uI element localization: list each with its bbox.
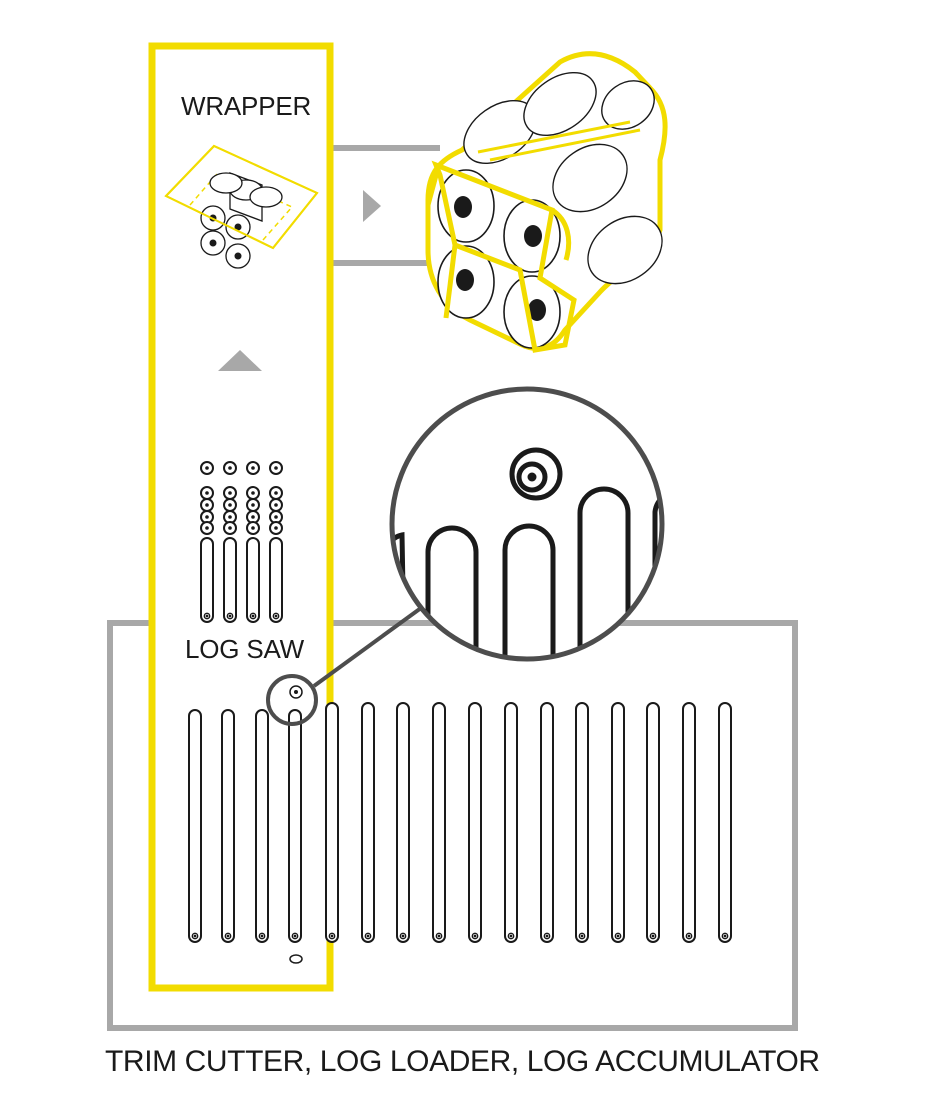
magnifier-icon	[266, 606, 423, 726]
roll-core	[200, 461, 214, 475]
small-pack-icon	[164, 144, 319, 269]
log-saw-label: LOG SAW	[185, 634, 304, 664]
roll-core	[269, 486, 283, 500]
roll-core	[223, 521, 237, 535]
log	[718, 702, 732, 943]
log	[540, 702, 554, 943]
log	[611, 702, 625, 943]
roll-core	[269, 521, 283, 535]
log	[682, 702, 696, 943]
log	[361, 702, 375, 943]
roll-core	[200, 510, 214, 524]
roll-core	[269, 461, 283, 475]
roll-core	[200, 486, 214, 500]
log	[200, 537, 214, 623]
log	[432, 702, 446, 943]
roll-core	[246, 521, 260, 535]
accumulator-logs	[188, 702, 732, 943]
log	[575, 702, 589, 943]
wrapper-label: WRAPPER	[181, 91, 312, 121]
log	[269, 537, 283, 623]
log	[188, 709, 202, 943]
roll-core	[200, 521, 214, 535]
roll-core	[246, 498, 260, 512]
roll-core	[246, 486, 260, 500]
up-arrow-icon	[218, 350, 262, 371]
roll-core	[246, 461, 260, 475]
log-saw-wrapper-column	[148, 42, 334, 992]
wrapper-connector	[333, 145, 440, 266]
log	[646, 702, 660, 943]
roll-core	[223, 486, 237, 500]
log	[504, 702, 518, 943]
wrapped-pack-icon	[425, 51, 668, 353]
log	[255, 709, 269, 943]
log	[221, 709, 235, 943]
roll-core	[223, 461, 237, 475]
roll-core	[223, 498, 237, 512]
roll-core	[200, 498, 214, 512]
trim-cutter-label: TRIM CUTTER, LOG LOADER, LOG ACCUMULATOR	[105, 1045, 820, 1078]
falling-core	[289, 954, 303, 964]
log	[246, 537, 260, 623]
log-saw-magazine	[200, 461, 283, 623]
log	[223, 537, 237, 623]
log	[396, 702, 410, 943]
log	[288, 709, 302, 943]
log	[468, 702, 482, 943]
right-arrow-icon	[363, 190, 381, 222]
roll-core	[269, 498, 283, 512]
magnified-view	[389, 386, 665, 662]
log	[325, 702, 339, 943]
